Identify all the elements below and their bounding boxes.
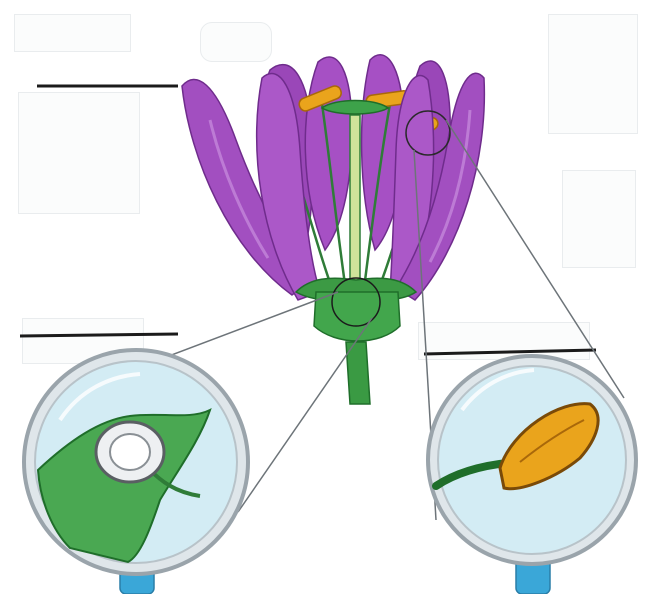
ovary [314,292,400,341]
style [350,115,360,300]
stigma [322,101,388,115]
ovule-inner [110,434,150,470]
leader-line-anther [424,350,596,354]
magnifier-ovule [24,350,248,594]
connector-line [238,318,372,512]
leader-line-ovary [20,334,178,336]
magnifier-anther [428,356,636,594]
